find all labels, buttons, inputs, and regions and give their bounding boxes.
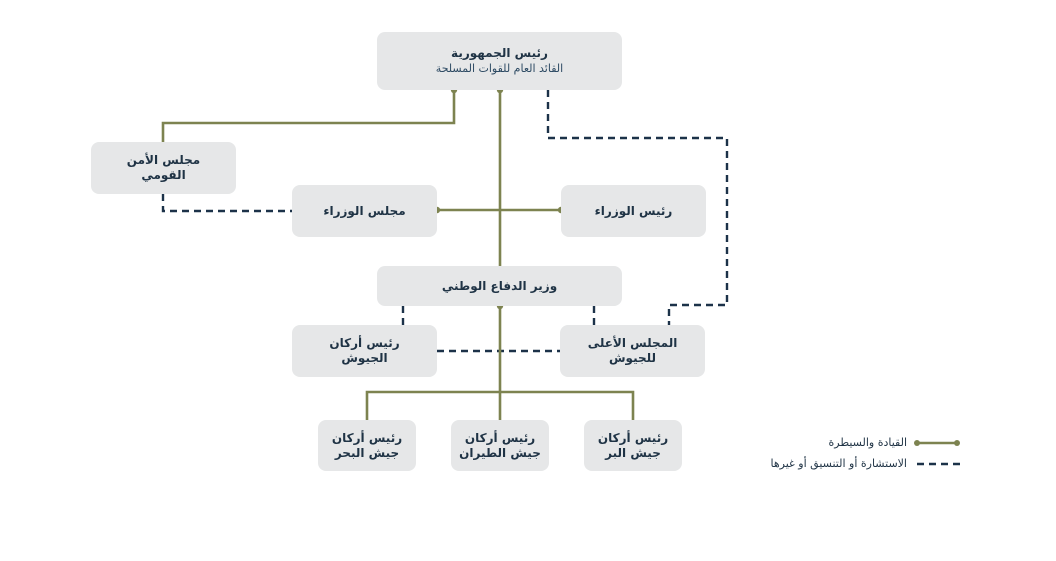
- legend-command-label: القيادة والسيطرة: [828, 436, 907, 449]
- node-line: المجلس الأعلى: [587, 336, 678, 350]
- node-supreme-council: المجلس الأعلى للجيوش: [560, 325, 705, 377]
- legend-swatches: [914, 440, 960, 466]
- node-line: الجيوش: [341, 351, 388, 365]
- node-council-of-ministers: مجلس الوزراء: [292, 185, 437, 237]
- command-line-branches: [365, 390, 635, 420]
- legend-dot: [914, 440, 920, 446]
- node-line: رئيس أركان: [464, 430, 536, 445]
- node-national-security-council: مجلس الأمن القومي: [91, 142, 236, 194]
- node-line: جيش الطيران: [459, 445, 541, 460]
- node-prime-minister: رئيس الوزراء: [561, 185, 706, 237]
- node-line: رئيس أركان: [329, 336, 400, 350]
- node-line: القومي: [141, 168, 186, 182]
- advisory-lines: [161, 90, 729, 353]
- node-line: جيش البحر: [334, 445, 400, 460]
- node-land-chief: رئيس أركان جيش البر: [584, 420, 682, 471]
- node-line: رئيس أركان: [597, 430, 669, 445]
- node-chief-of-staff: رئيس أركان الجيوش: [292, 325, 437, 377]
- node-line: مجلس الأمن: [126, 153, 201, 167]
- command-lines: [161, 90, 635, 420]
- node-air-chief: رئيس أركان جيش الطيران: [451, 420, 549, 471]
- node-defense-minister: وزير الدفاع الوطني: [377, 266, 622, 306]
- node-navy-chief: رئيس أركان جيش البحر: [318, 420, 416, 471]
- node-label: مجلس الوزراء: [323, 203, 406, 218]
- legend-dot: [954, 440, 960, 446]
- node-line: رئيس أركان: [331, 430, 403, 445]
- node-label: رئيس الوزراء: [594, 203, 673, 218]
- node-president: رئيس الجمهورية القائد العام للقوات المسل…: [377, 32, 622, 90]
- node-president-title: رئيس الجمهورية: [451, 46, 548, 60]
- node-president-subtitle: القائد العام للقوات المسلحة: [435, 62, 564, 75]
- advisory-line-security-council-ministers: [161, 194, 292, 213]
- node-line: للجيوش: [608, 351, 657, 365]
- node-line: جيش البر: [605, 445, 661, 460]
- advisory-line-president-supreme-council: [546, 90, 729, 325]
- legend-advisory-label: الاستشارة أو التنسيق أو غيرها: [770, 457, 907, 470]
- command-line-president-security-council: [161, 90, 456, 142]
- node-label: وزير الدفاع الوطني: [441, 278, 558, 293]
